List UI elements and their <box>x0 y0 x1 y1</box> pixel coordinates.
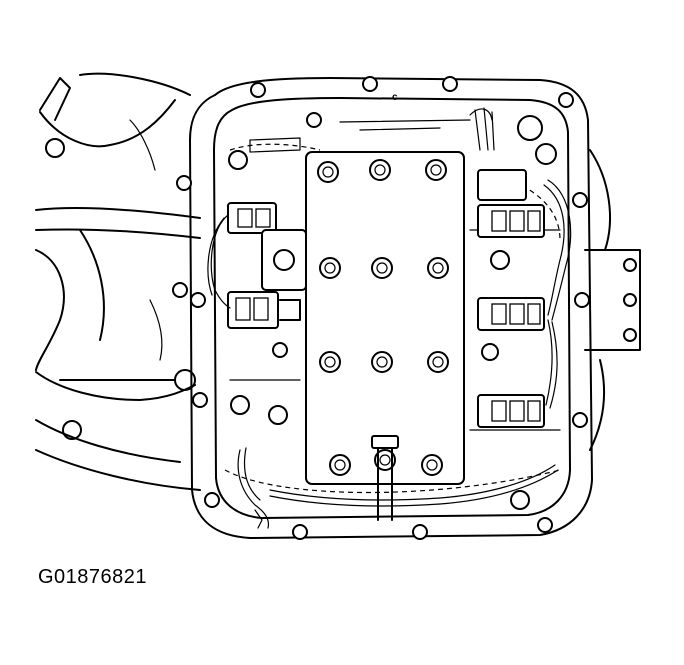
right-solenoid-lower <box>477 394 545 428</box>
valve-body-diagram: c <box>35 72 641 540</box>
left-solenoid-lower <box>227 291 301 329</box>
right-solenoid-middle <box>477 297 545 331</box>
flange-bolts <box>176 76 590 540</box>
housing-outline <box>35 72 201 491</box>
right-bracket <box>584 149 641 451</box>
center-plate <box>305 151 465 485</box>
figure-id-caption: G01876821 <box>38 566 148 588</box>
oil-pan-flange-inner <box>213 97 571 519</box>
right-solenoid-upper <box>477 169 545 238</box>
wiring-harness <box>207 179 572 529</box>
oil-pan-flange-outer <box>189 77 593 539</box>
callout-letter: c <box>392 92 398 103</box>
left-solenoid-upper <box>227 202 307 291</box>
plate-bolts <box>317 159 449 476</box>
